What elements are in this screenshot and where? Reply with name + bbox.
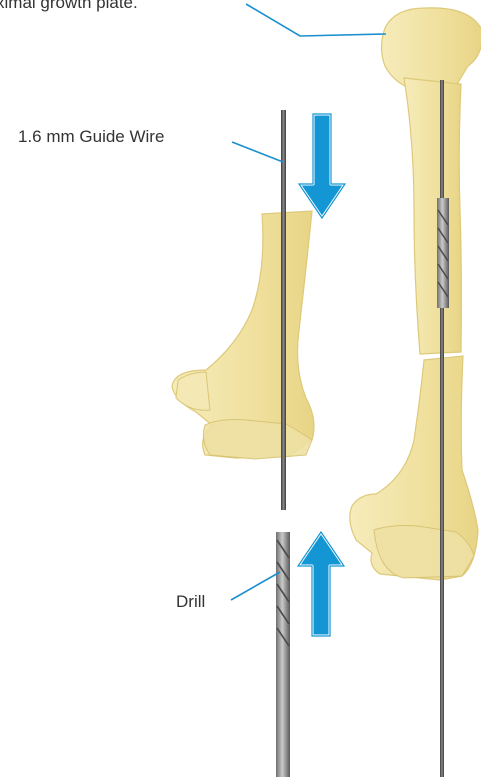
bone-fragment-left: [172, 211, 314, 459]
label-growth-plate: ximal growth plate.: [0, 0, 138, 13]
bone-whole-right: [350, 8, 481, 580]
leader-growth-plate: [246, 4, 386, 36]
leader-drill: [231, 572, 280, 600]
drill-in-bone: [437, 198, 449, 308]
guide-wire-right: [440, 80, 444, 777]
arrow-down-icon: [299, 114, 345, 218]
leader-guide-wire: [232, 142, 283, 162]
drill-bit: [276, 532, 290, 777]
label-drill: Drill: [176, 592, 205, 612]
guide-wire: [281, 110, 286, 510]
label-guide-wire: 1.6 mm Guide Wire: [18, 127, 164, 147]
arrow-up-icon: [298, 532, 344, 636]
